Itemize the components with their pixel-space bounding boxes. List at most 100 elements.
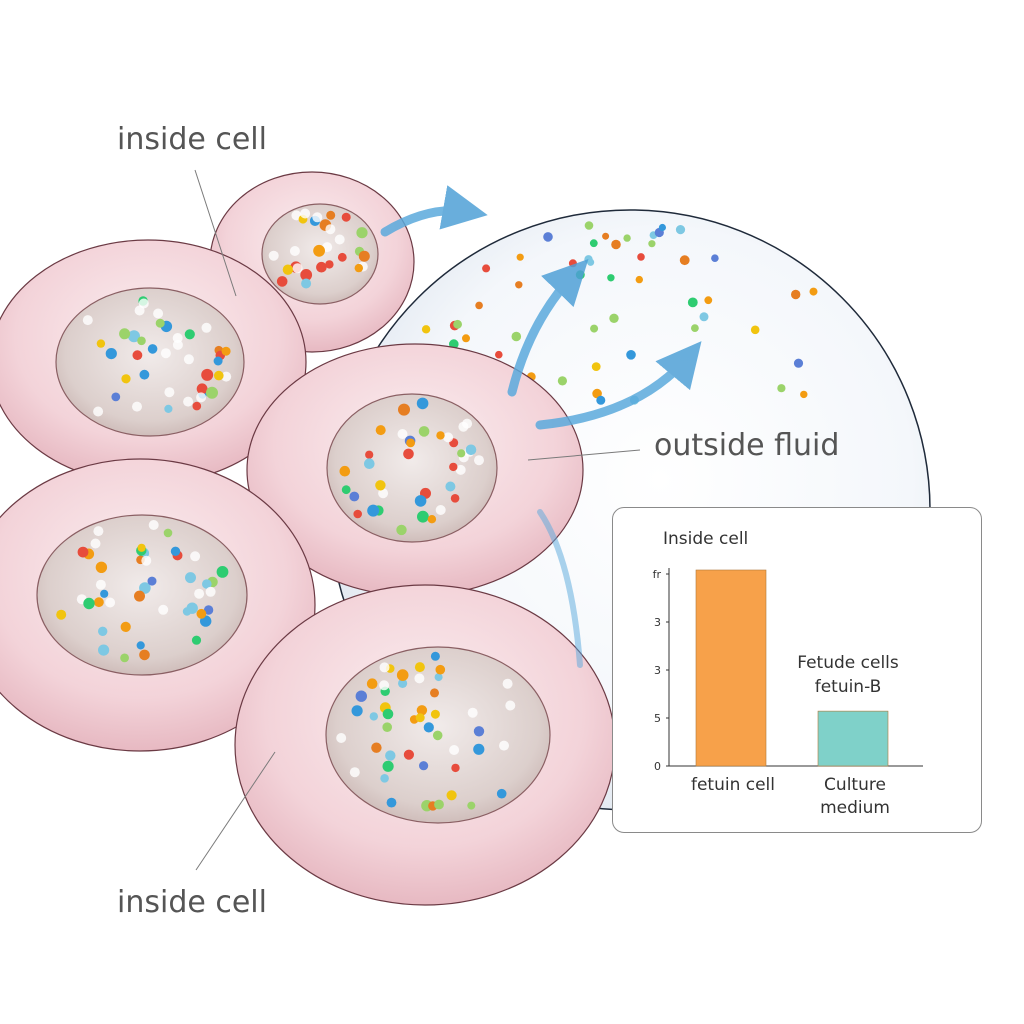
intracellular-particle [268,250,279,261]
intracellular-particle [358,250,370,262]
intracellular-particle [356,227,368,239]
intracellular-particle [385,750,396,761]
intracellular-particle [396,524,407,536]
intracellular-particle [196,392,207,403]
intracellular-particle [316,261,327,273]
intracellular-particle [386,797,397,808]
intracellular-particle [196,608,207,619]
intracellular-particle [435,664,446,675]
intracellular-particle [414,662,425,673]
intracellular-particle [201,322,212,333]
intracellular-particle [121,374,131,384]
intracellular-particle [203,605,214,615]
intracellular-particle [160,348,171,359]
leader-lines [194,169,641,871]
intracellular-particle [334,234,345,245]
y-tick-label: 3 [654,664,661,677]
intracellular-particle [301,278,312,289]
intracellular-particle [183,396,194,407]
intracellular-particle [128,330,140,343]
cell-bottom-center [234,584,616,906]
y-tick-label: 5 [654,712,661,725]
fluid-particle [635,275,643,284]
fluid-particle [482,264,491,273]
intracellular-particle [416,397,429,410]
label-inside-cell-bottom: inside cell [117,885,267,920]
intracellular-particle [417,510,429,523]
intracellular-particle [325,260,334,269]
intracellular-particle [457,449,466,458]
fluid-particle [602,232,610,240]
intracellular-particle [105,348,117,360]
intracellular-particle [403,448,414,460]
intracellular-particle [502,678,513,689]
intracellular-particle [436,431,445,440]
intracellular-particle [366,678,378,689]
intracellular-particle [375,480,386,491]
fluid-particle [637,253,645,261]
fluid-particle [596,395,606,405]
label-outside-fluid: outside fluid [654,428,840,463]
intracellular-particle [325,224,336,235]
intracellular-particle [93,526,104,537]
intracellular-particle [312,212,323,223]
intracellular-particle [289,246,300,256]
intracellular-particle [341,485,351,495]
fluid-particle [658,223,667,232]
intracellular-particle [95,561,108,573]
intracellular-particle [213,356,223,366]
intracellular-particle [379,680,390,691]
intracellular-particle [153,308,164,319]
intracellular-particle [164,404,173,413]
fluid-particle [623,234,631,242]
intracellular-particle [382,722,393,732]
intracellular-particle [83,597,95,610]
intracellular-particle [432,730,443,741]
intracellular-particle [134,590,145,602]
fluid-particle [516,253,524,261]
intracellular-particle [221,371,232,382]
intracellular-particle [282,264,294,275]
intracellular-particle [365,450,374,459]
intracellular-particle [172,333,183,343]
intracellular-particle [380,774,389,783]
intracellular-particle [276,276,288,287]
intracellular-particle [158,604,169,615]
intracellular-particle [435,505,446,515]
x-tick-label-2-line-1: Culture [824,775,886,795]
fluid-particle [791,289,801,300]
intracellular-particle [371,742,382,753]
intracellular-particle [139,582,151,594]
intracellular-particle [56,609,67,620]
intracellular-particle [136,641,145,650]
intracellular-particle [205,586,216,597]
arrow-2 [507,259,589,397]
intracellular-particle [111,392,121,402]
intracellular-particle [467,801,476,810]
intracellular-particle [196,383,208,395]
intracellular-particle [465,444,477,456]
intracellular-particle [367,504,380,517]
fluid-particle [475,301,483,310]
fluid-particle [591,362,601,371]
intracellular-particle [184,329,195,340]
intracellular-particle [449,462,458,472]
intracellular-particle [446,790,457,801]
intracellular-particle [451,763,460,773]
intracellular-particle [98,644,110,656]
intracellular-particle [137,543,146,552]
intracellular-particle [416,705,428,716]
intracellular-particle [191,635,202,645]
intracellular-particle [192,401,202,411]
intracellular-particle [90,538,101,549]
intracellular-particle [406,438,415,448]
fluid-particle [611,239,621,250]
intracellular-particle [100,589,109,598]
intracellular-particle [351,705,363,717]
intracellular-particle [349,767,360,778]
fluid-particle [704,296,713,305]
